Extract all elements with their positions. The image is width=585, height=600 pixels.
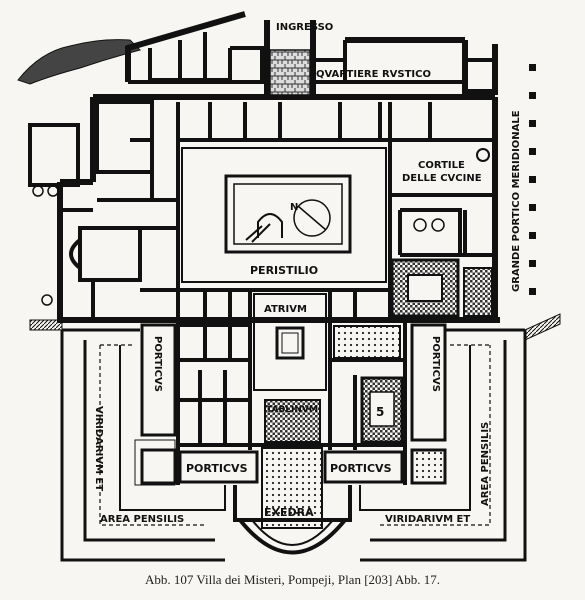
- central-walls: [176, 288, 407, 485]
- label-porticus-bottom-left: PORTICVS: [186, 462, 248, 475]
- label-delle-cucine: DELLE CVCINE: [402, 173, 482, 184]
- exedra-walls: [233, 485, 352, 522]
- label-compass-north: N: [290, 202, 298, 213]
- room-5-inner: [369, 391, 395, 427]
- label-tablinum: TABLINVM: [266, 405, 318, 415]
- garden-inner-walls: [119, 345, 471, 511]
- porticus-right-outline: [410, 323, 447, 442]
- dotted-room-central: [333, 325, 401, 359]
- exedra-apse-inner: [251, 519, 334, 546]
- ingresso-paving: [269, 49, 311, 96]
- figure-caption: Abb. 107 Villa dei Misteri, Pompeji, Pla…: [144, 572, 441, 587]
- west-column-3: [41, 294, 53, 306]
- label-viridarium-right: VIRIDARIVM ET: [385, 514, 470, 525]
- portico-columns: [529, 64, 536, 295]
- peristyle-garden-outer: [224, 174, 352, 254]
- label-quartiere-rustico: QVARTIERE RVSTICO: [316, 69, 431, 80]
- small-room-left: [140, 448, 177, 485]
- label-exedra: EXEDRA: [264, 506, 314, 519]
- compass-rose: [293, 199, 331, 237]
- small-room-left-frame: [134, 439, 176, 486]
- porticus-bottom-right-outline: [323, 450, 404, 484]
- label-viridarium-left: VIRIDARIVM ET: [93, 406, 104, 491]
- atrium-outline: [253, 293, 327, 391]
- label-area-pensilis-right: AREA PENSILIS: [480, 422, 491, 506]
- label-porticus-left: PORTICVS: [152, 336, 163, 392]
- peristyle-rooms: [176, 102, 495, 290]
- label-room-5: 5: [376, 405, 384, 419]
- peristyle-garden-inner: [233, 183, 343, 245]
- mosaic-room-small: [463, 267, 493, 317]
- kitchen-basin: [476, 148, 490, 162]
- terrain-hatching: [17, 39, 141, 85]
- west-column-1: [32, 185, 44, 197]
- west-wing-walls: [28, 100, 178, 320]
- west-column-2: [47, 185, 59, 197]
- kitchen-circle-1: [413, 218, 427, 232]
- area-pensilis-lines: [99, 344, 491, 526]
- label-porticus-bottom-right: PORTICVS: [330, 462, 392, 475]
- exedra-apse-outer: [238, 518, 347, 555]
- impluvium: [275, 326, 305, 360]
- tablinum-room: [264, 399, 321, 443]
- ruin-bar-2: [251, 223, 271, 243]
- exedra-hall: [261, 447, 323, 529]
- label-grande-portico: GRANDE PORTICO MERIDIONALE: [511, 110, 522, 292]
- small-room-right: [410, 448, 447, 485]
- label-porticus-right: PORTICVS: [430, 336, 441, 392]
- kitchen-walls: [398, 208, 495, 257]
- porticus-bottom-left-outline: [178, 450, 259, 484]
- impluvium-inner: [281, 332, 299, 354]
- tablinum-walls: [178, 370, 405, 450]
- mosaic-room-east-inner: [407, 274, 443, 302]
- ruin-arch: [257, 213, 283, 238]
- ruin-bar-1: [245, 225, 263, 241]
- label-ingresso: INGRESSO: [276, 22, 333, 33]
- label-atrium: ATRIVM: [264, 304, 307, 315]
- porticus-left-outline: [140, 323, 177, 437]
- label-cortile: CORTILE: [418, 160, 465, 171]
- peristilio-outline: [181, 147, 387, 283]
- west-steps: [29, 319, 63, 331]
- kitchen-circle-2: [431, 218, 445, 232]
- label-area-pensilis-left: AREA PENSILIS: [100, 514, 184, 525]
- platform-walls: [60, 328, 527, 562]
- compass-needle: [297, 205, 327, 231]
- label-peristilio: PERISTILIO: [250, 264, 318, 277]
- east-steps: [524, 313, 561, 341]
